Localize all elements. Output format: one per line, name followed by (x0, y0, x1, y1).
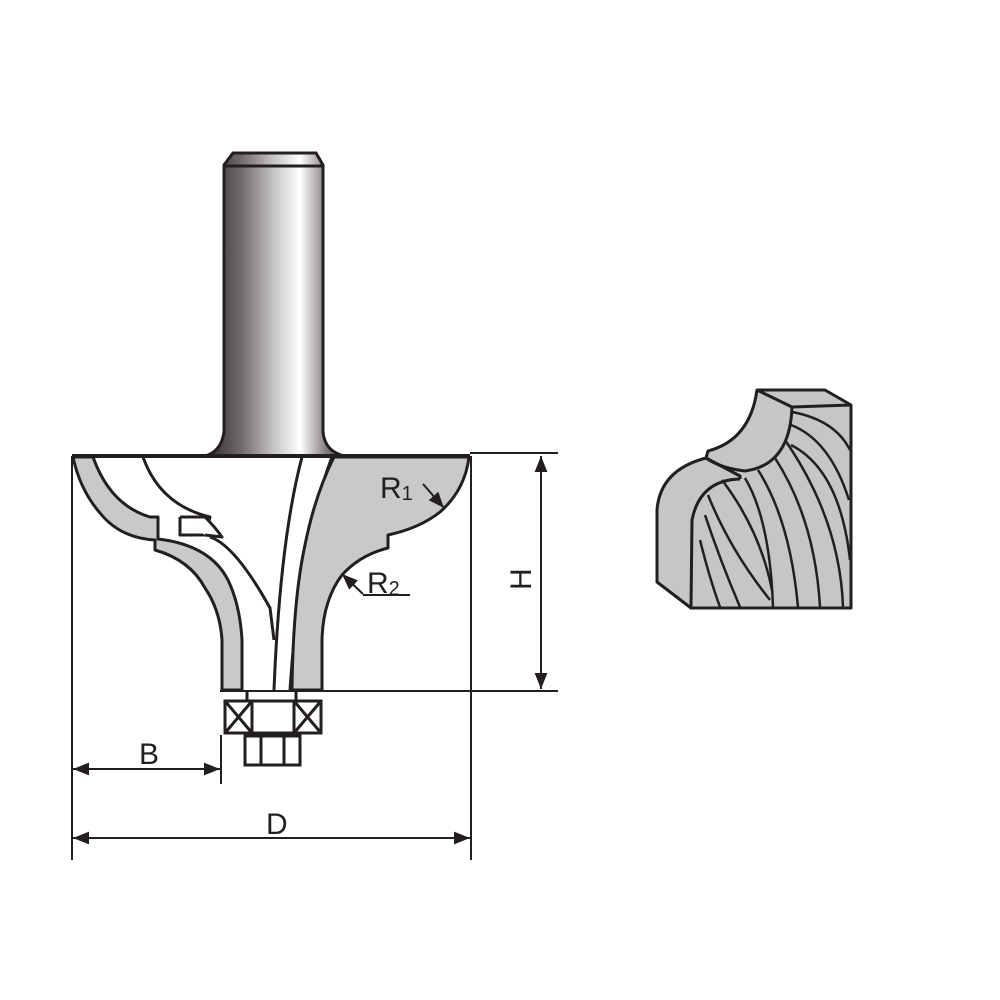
right-cutter (290, 455, 471, 692)
label-r1: R1 (380, 472, 413, 505)
label-h: H (505, 568, 538, 590)
bearing (223, 691, 323, 767)
shank (204, 151, 346, 458)
label-r2: R2 (367, 567, 400, 600)
radius-arrows (341, 483, 445, 596)
dimension-lines (71, 452, 558, 860)
profile-cross-section (655, 388, 853, 610)
label-d: D (266, 808, 288, 841)
label-b: B (139, 738, 159, 771)
left-cutter (71, 455, 276, 692)
